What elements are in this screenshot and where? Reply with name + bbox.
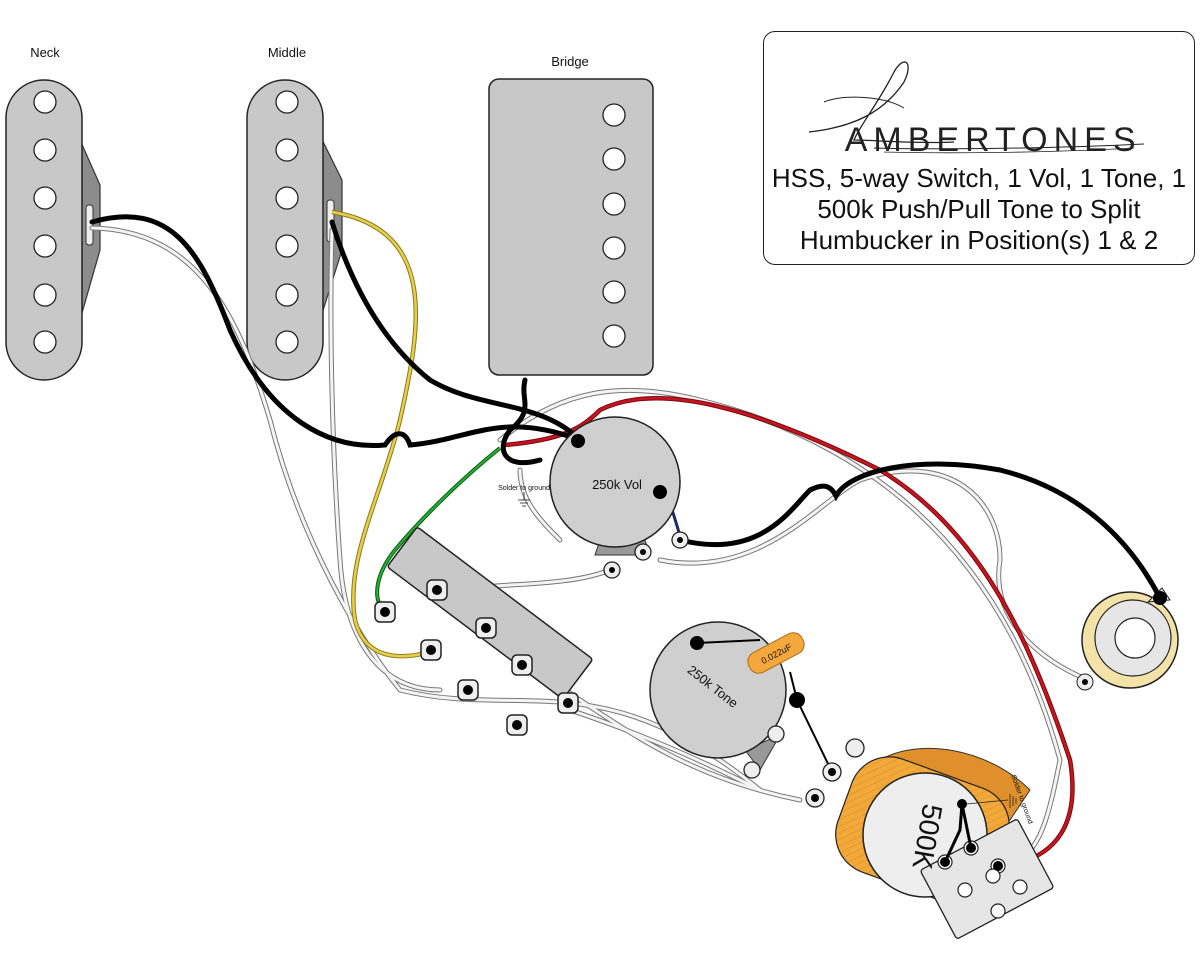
volume-pot (549, 416, 689, 579)
cap-lead (796, 699, 833, 773)
title-line-2: 500k Push/Pull Tone to Split (817, 194, 1141, 224)
ground-symbol-2 (965, 794, 1017, 808)
five-way-switch (374, 527, 593, 736)
middle-pickup (246, 79, 343, 381)
push-pull-pot (805, 738, 1054, 939)
bridge-humbucker (488, 78, 654, 376)
neck-label: Neck (30, 45, 60, 60)
capacitor (747, 632, 805, 701)
yellow-wire (331, 209, 431, 659)
title-line-3: Humbucker in Position(s) 1 & 2 (799, 225, 1159, 255)
diagram-title: HSS, 5-way Switch, 1 Vol, 1 Tone, 1 500k… (770, 163, 1188, 256)
brand-name: AMBERTONES (844, 121, 1142, 159)
middle-label: Middle (268, 45, 306, 60)
output-jack (1076, 587, 1179, 691)
ground-note-1: Solder to ground (498, 485, 550, 492)
volume-label: 250k Vol (592, 477, 642, 492)
brand-logo: LAMBERTONES (764, 116, 1194, 161)
bridge-label: Bridge (551, 54, 589, 69)
neck-pickup (5, 79, 101, 381)
title-box: LAMBERTONES HSS, 5-way Switch, 1 Vol, 1 … (763, 31, 1195, 265)
hot-wires (89, 214, 1163, 601)
brand-logo-flourish (808, 61, 1145, 154)
ground-symbol-1 (518, 492, 530, 507)
title-line-1: HSS, 5-way Switch, 1 Vol, 1 Tone, 1 (771, 163, 1187, 193)
